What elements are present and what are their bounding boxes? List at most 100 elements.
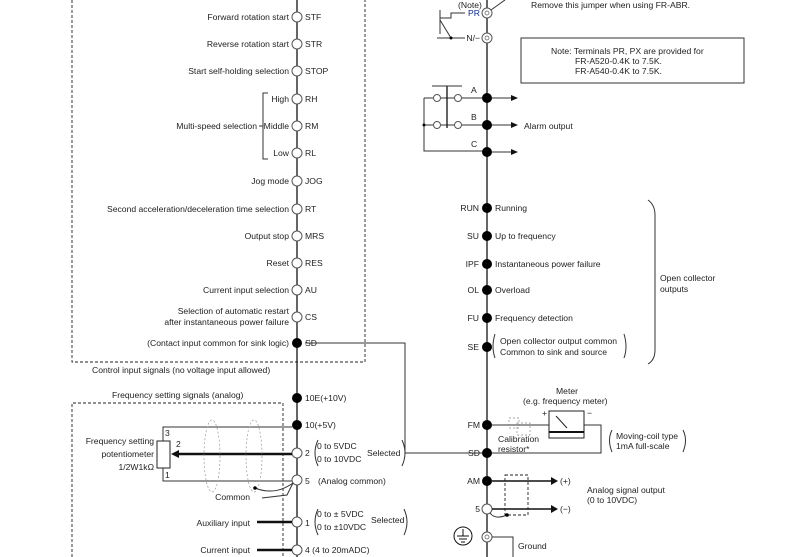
output-label: Open collector output common bbox=[500, 336, 617, 346]
terminal-ground-inner bbox=[484, 534, 490, 540]
contact-a-left bbox=[433, 94, 441, 102]
pot-pin-1: 1 bbox=[165, 470, 170, 480]
alarm-terminals bbox=[482, 93, 518, 157]
ground-wire bbox=[492, 536, 514, 557]
terminal-label: CS bbox=[305, 312, 317, 322]
pot-label-2: potentiometer bbox=[101, 449, 154, 459]
open-collector-bracket bbox=[647, 199, 656, 365]
common-label: Common bbox=[215, 492, 250, 502]
terminal-5-desc: (Analog common) bbox=[318, 476, 386, 486]
terminal-res bbox=[291, 257, 303, 269]
terminal-10e-label: 10E(+10V) bbox=[305, 393, 346, 403]
terminal-ol bbox=[482, 285, 492, 295]
jumper-note: Remove this jumper when using FR-ABR. bbox=[531, 0, 690, 10]
terminal-au bbox=[291, 284, 303, 296]
terminal-stop bbox=[291, 65, 303, 77]
analog-out-label-2: (0 to 10VDC) bbox=[587, 495, 637, 505]
coil-label-1: Moving-coil type bbox=[616, 431, 678, 441]
terminal-label: RES bbox=[305, 258, 323, 268]
terminal-rm bbox=[291, 120, 303, 132]
output-terminal-label: OL bbox=[468, 285, 480, 295]
input-label: High bbox=[271, 94, 289, 104]
terminal-label: RH bbox=[305, 94, 317, 104]
paren-right bbox=[623, 333, 627, 359]
transistor-dot bbox=[449, 36, 453, 40]
terminal-a-label: A bbox=[471, 85, 477, 95]
brake-transistor-icon bbox=[437, 10, 465, 39]
pot-wire-1 bbox=[162, 467, 292, 482]
terminal-label: STF bbox=[305, 12, 321, 22]
meter-needle bbox=[555, 415, 568, 429]
terminal-rt bbox=[291, 203, 303, 215]
meter-title-1: Meter bbox=[556, 386, 578, 396]
output-label: Frequency detection bbox=[495, 313, 573, 323]
terminal-sd bbox=[292, 338, 302, 348]
output-terminal-label: SU bbox=[467, 231, 479, 241]
input-label: Output stop bbox=[245, 231, 290, 241]
terminal-ipf bbox=[482, 259, 492, 269]
terminal-2 bbox=[291, 447, 303, 459]
t1-range-1: 0 to ± 5VDC bbox=[317, 509, 364, 519]
note-label: (Note) bbox=[458, 0, 482, 10]
input-label: Middle bbox=[264, 121, 290, 131]
input-label: (Contact input common for sink logic) bbox=[147, 338, 289, 348]
paren-left bbox=[314, 508, 319, 536]
arrow-heads bbox=[511, 95, 518, 155]
terminal-2-label: 2 bbox=[305, 448, 310, 458]
terminal-label: JOG bbox=[305, 176, 323, 186]
t1-selected: Selected bbox=[371, 515, 405, 525]
analog-out-minus: (−) bbox=[560, 504, 571, 514]
calibration-label-1: Calibration bbox=[498, 434, 539, 444]
terminal-label: RL bbox=[305, 148, 316, 158]
terminal-label: MRS bbox=[305, 231, 324, 241]
input-label: Forward rotation start bbox=[207, 12, 289, 22]
jumper bbox=[490, 0, 506, 11]
terminal-str bbox=[291, 38, 303, 50]
sd-common-wire bbox=[305, 342, 487, 454]
terminal-su bbox=[482, 231, 492, 241]
shield-right bbox=[245, 419, 263, 493]
terminal-n-inner bbox=[484, 35, 490, 41]
terminal-10-label: 10(+5V) bbox=[305, 420, 336, 430]
terminal-n-label: N/− bbox=[466, 33, 480, 43]
terminal-a bbox=[482, 93, 492, 103]
input-label: Second acceleration/deceleration time se… bbox=[107, 204, 289, 214]
pot-wire-3 bbox=[162, 426, 292, 455]
shield-left bbox=[203, 419, 221, 493]
terminal-10 bbox=[292, 420, 302, 430]
terminal-n bbox=[481, 32, 493, 44]
t2-selected: Selected bbox=[367, 448, 401, 458]
analog-out-plus: (+) bbox=[560, 476, 571, 486]
analog-out-label-1: Analog signal output bbox=[587, 485, 665, 495]
terminal-4-label: 4 (4 to 20mADC) bbox=[305, 545, 370, 555]
meter-title-2: (e.g. frequency meter) bbox=[523, 396, 608, 406]
paren-left bbox=[314, 439, 319, 467]
terminal-pr bbox=[481, 7, 493, 19]
output-terminal-label: IPF bbox=[466, 259, 479, 269]
ground-icon bbox=[453, 526, 473, 546]
terminal-jog bbox=[291, 175, 303, 187]
terminal-sd-2 bbox=[482, 448, 492, 458]
alarm-arrows bbox=[492, 97, 513, 153]
calibration-resistor bbox=[508, 417, 520, 429]
control-inputs-caption: Control input signals (no voltage input … bbox=[92, 365, 270, 375]
output-label: Instantaneous power failure bbox=[495, 259, 601, 269]
contact-b-right bbox=[454, 121, 462, 129]
shield-drain bbox=[489, 512, 508, 518]
pot-wiper-arrow bbox=[171, 450, 179, 458]
note-line-1: Note: Terminals PR, PX are provided for bbox=[551, 46, 704, 56]
terminal-b-label: B bbox=[471, 112, 477, 122]
input-label: Start self-holding selection bbox=[188, 66, 289, 76]
note-line-2: FR-A520-0.4K to 7.5K. bbox=[575, 56, 662, 66]
output-terminal-label: RUN bbox=[460, 203, 479, 213]
meter-minus: − bbox=[587, 408, 592, 418]
terminal-b bbox=[482, 120, 492, 130]
analog-out-arrows bbox=[551, 477, 558, 513]
output-label-line2: Common to sink and source bbox=[500, 347, 607, 357]
terminal-sd-2-label: SD bbox=[468, 448, 480, 458]
terminal-stf bbox=[291, 11, 303, 23]
analog-caption: Frequency setting signals (analog) bbox=[112, 390, 244, 400]
output-label: Running bbox=[495, 203, 527, 213]
